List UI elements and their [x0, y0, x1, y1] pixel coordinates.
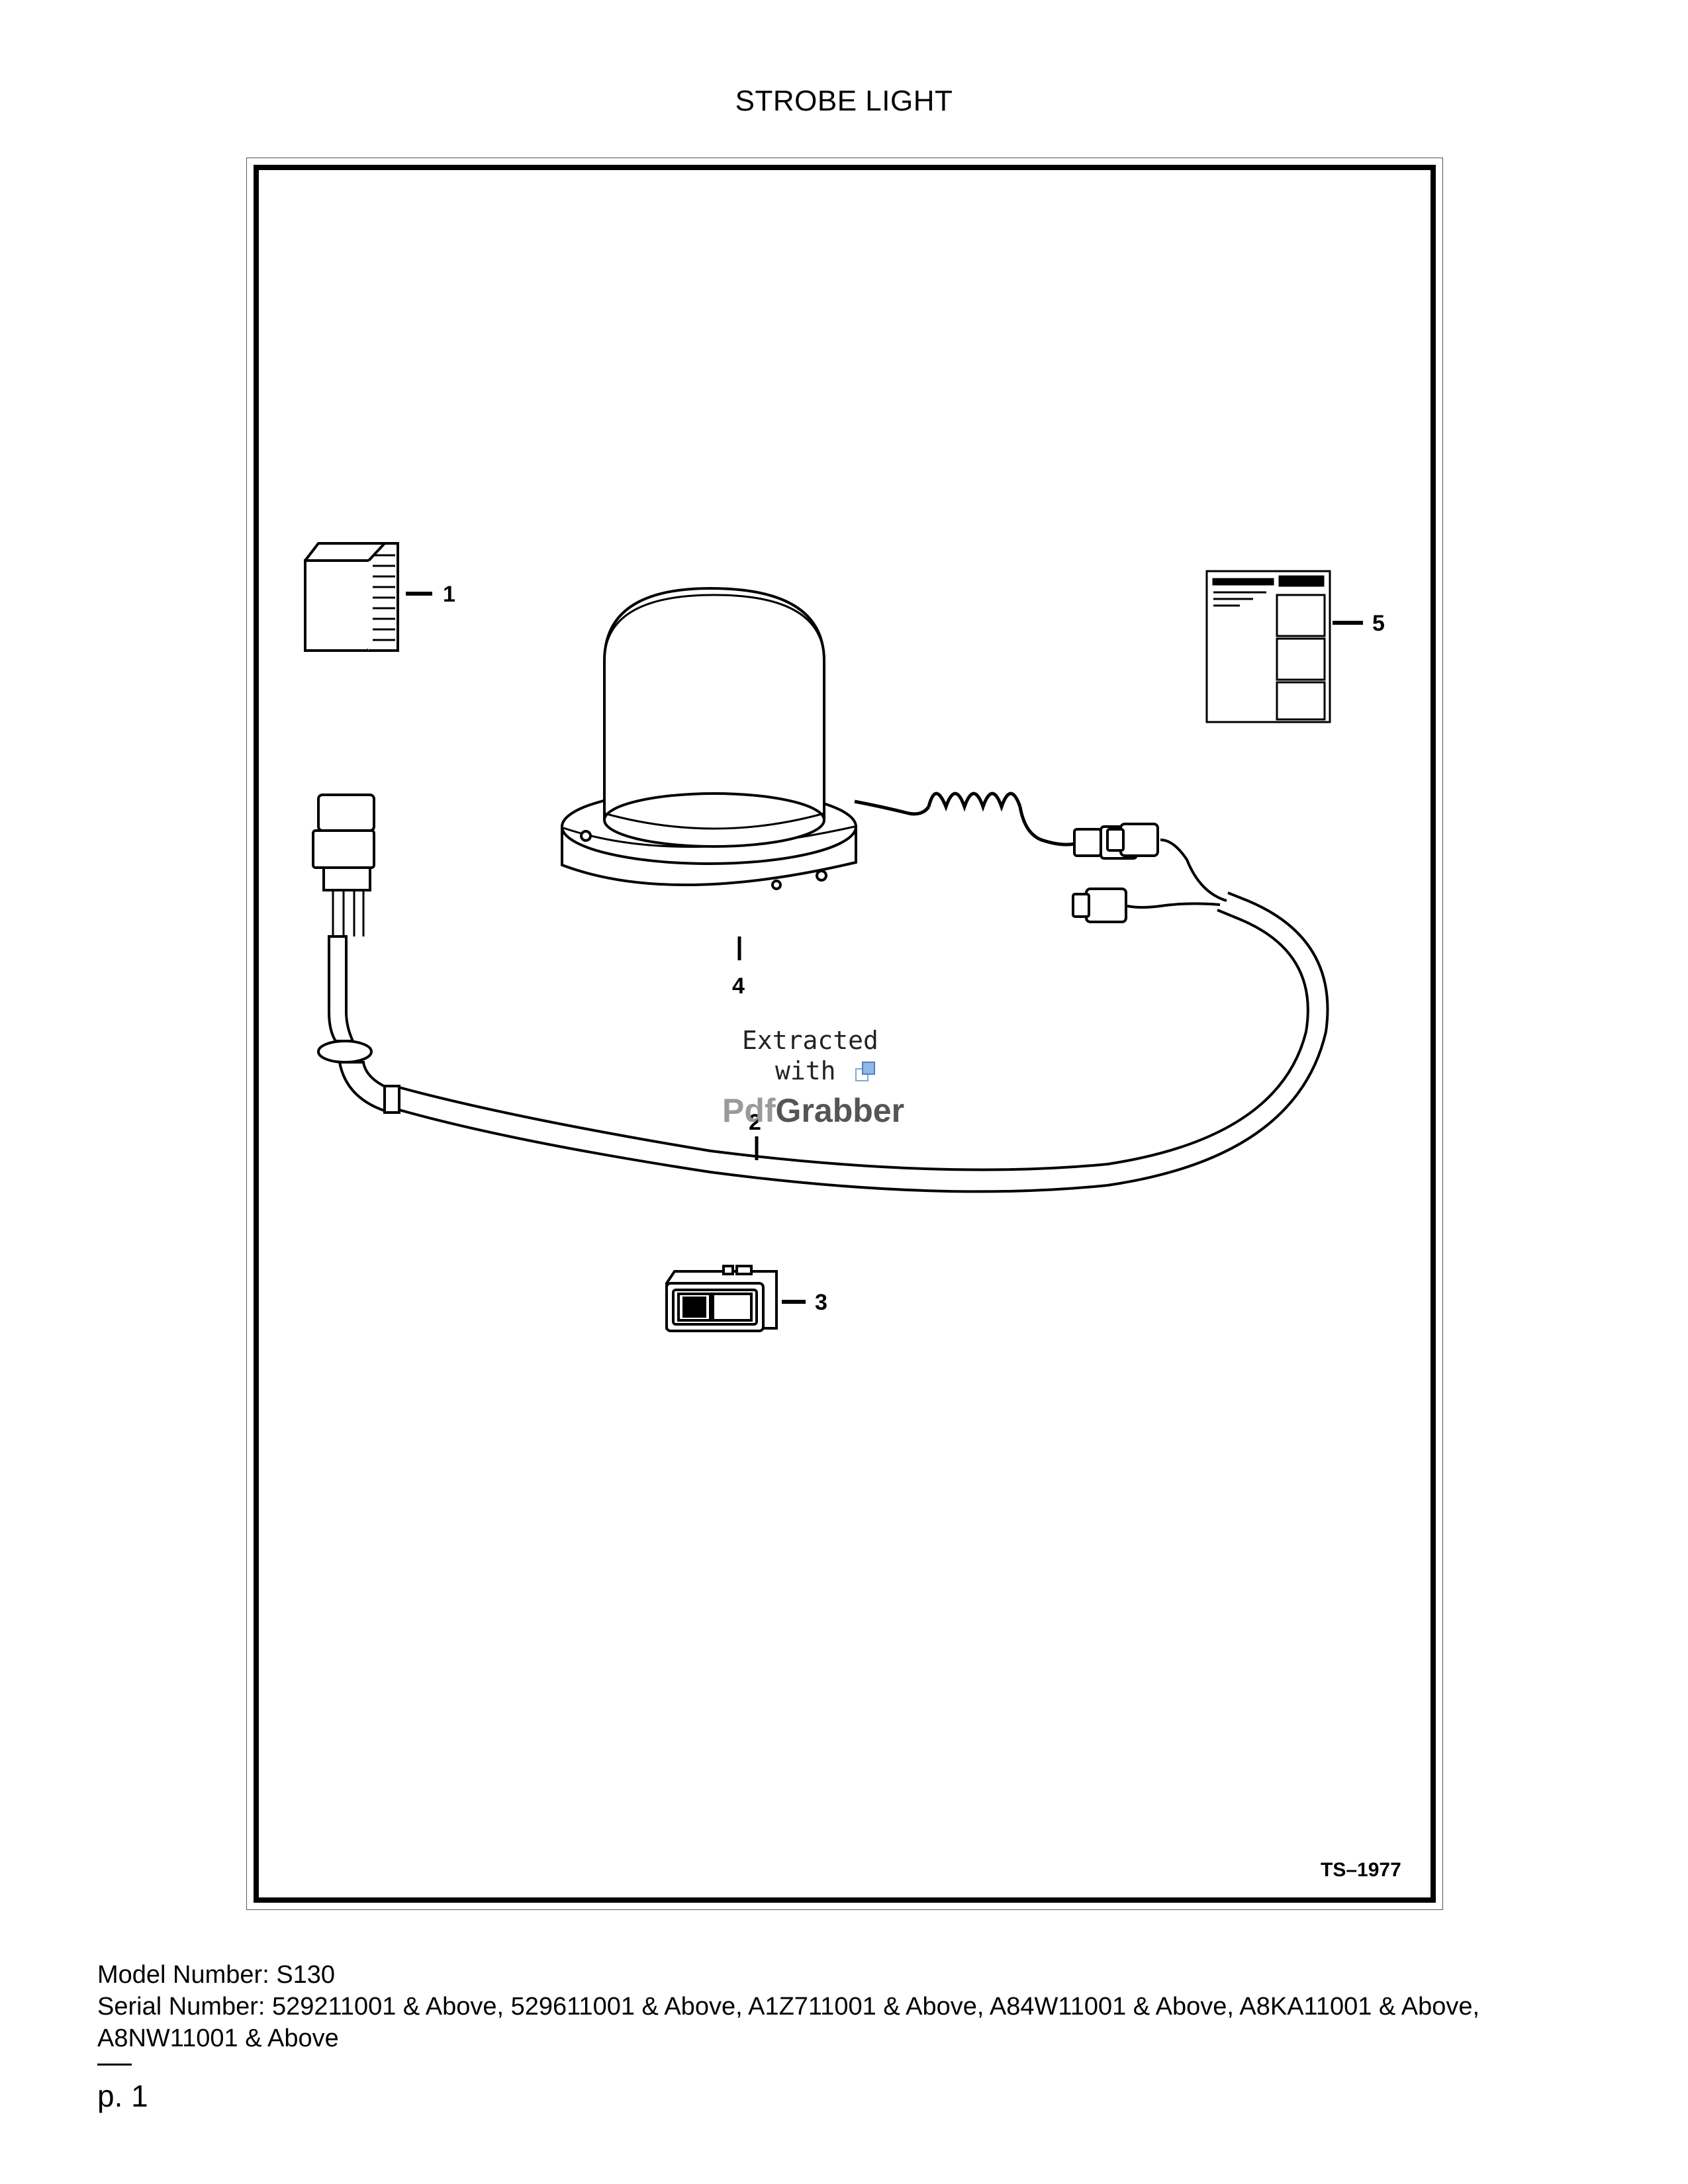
footer-divider — [97, 2064, 132, 2066]
callout-4: 4 — [732, 974, 745, 999]
parts-illustration: 1 5 4 — [304, 542, 1401, 1881]
watermark-line-2: with — [775, 1056, 836, 1085]
page-number: p. 1 — [97, 2079, 148, 2113]
part-2-wiring-harness — [312, 794, 400, 1114]
callout-3: 3 — [815, 1290, 827, 1315]
part-4-strobe-beacon — [561, 586, 857, 890]
watermark-brand-prefix: Pdf — [722, 1092, 776, 1129]
drawing-number: TS–1977 — [1321, 1859, 1401, 1881]
part-1-relay — [304, 542, 399, 652]
figure-border — [254, 165, 1436, 1903]
watermark-logo-icon — [855, 1062, 875, 1081]
extraction-watermark: Extracted with PdfGrabber — [722, 1026, 904, 1129]
callout-1: 1 — [443, 582, 455, 607]
part-3-rocker-switch — [665, 1265, 778, 1332]
serial-numbers: Serial Number: 529211001 & Above, 529611… — [97, 1993, 1480, 2052]
figure-frame: 1 5 4 — [246, 158, 1443, 1910]
part-5-decal — [1205, 570, 1331, 723]
callout-2: 2 — [749, 1110, 761, 1135]
watermark-brand: PdfGrabber — [722, 1092, 904, 1129]
harness-main-cable — [399, 891, 1329, 1193]
footer-info: Model Number: S130 Serial Number: 529211… — [97, 1959, 1593, 2054]
page-title: STROBE LIGHT — [735, 85, 953, 117]
beacon-coil-cord — [854, 792, 1075, 846]
harness-branch-connectors — [1072, 823, 1227, 923]
model-number: Model Number: S130 — [97, 1961, 336, 1989]
watermark-brand-suffix: Grabber — [776, 1092, 905, 1129]
callout-5: 5 — [1372, 611, 1385, 636]
watermark-line-1: Extracted — [742, 1026, 878, 1055]
